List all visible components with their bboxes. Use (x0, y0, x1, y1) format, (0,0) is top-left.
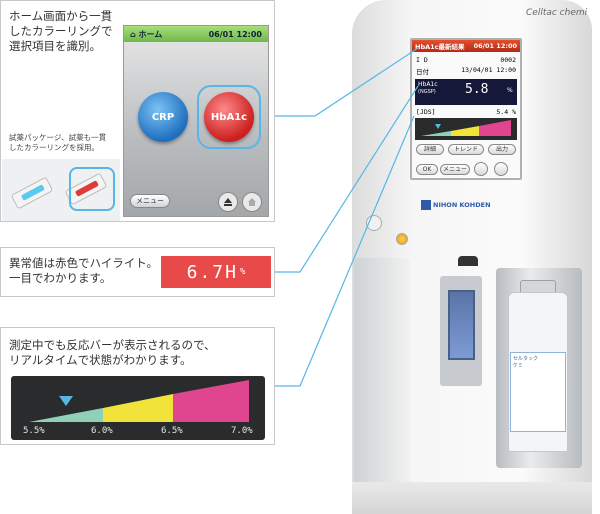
reagent-highlight-ring (69, 167, 115, 211)
status-led (396, 233, 408, 245)
tick-label: 7.0% (231, 426, 253, 436)
bar-segment-magenta (173, 380, 249, 422)
device-brand: Celltac chemi (526, 8, 588, 18)
reaction-bar-screen: 5.5% 6.0% 6.5% 7.0% (11, 376, 265, 440)
id-value: 0002 (500, 56, 516, 64)
home-screen: ⌂ ホーム 06/01 12:00 CRP HbA1c メニュー (123, 25, 269, 217)
home-title-bar: ⌂ ホーム 06/01 12:00 (124, 26, 268, 42)
reagent-coloring-note: 試薬パッケージ、試薬も一貫 したカラーリングを採用。 (9, 133, 107, 152)
hba1c-sub: (NGSP) (418, 89, 436, 95)
menu-button[interactable]: メニュー (130, 194, 170, 208)
reagent-pack-blue (10, 176, 54, 210)
abnormal-unit: % (239, 267, 246, 277)
device-bar-graphic (421, 120, 511, 136)
bar-segment-green (29, 408, 103, 422)
bottle-label: セルタック ケミ (510, 352, 566, 432)
sample-port-icon (458, 256, 478, 266)
trend-button[interactable]: トレンド (448, 144, 484, 155)
id-row: I D 0002 (412, 55, 520, 65)
hba1c-highlight-ring (197, 85, 261, 149)
abnormal-callout-text: 異常値は赤色でハイライト。 一目でわかります。 (9, 256, 159, 285)
date-row: 日付 13/04/01 12:00 (412, 65, 520, 77)
ok-button[interactable]: OK (416, 164, 438, 175)
home-button[interactable] (242, 192, 262, 212)
home-screen-callout: ホーム画面から一貫 したカラーリングで 選択項目を識別。 試薬パッケージ、試薬も… (0, 0, 275, 222)
abnormal-value-callout: 異常値は赤色でハイライト。 一目でわかります。 6.7H% (0, 247, 275, 297)
device-bar-magenta (479, 120, 511, 136)
device-bar-marker-icon (435, 124, 441, 129)
cartridge-window (448, 290, 475, 360)
jds-value: 5.4 (496, 108, 509, 116)
abnormal-value: 6.7H (186, 261, 238, 283)
device-base (352, 482, 592, 514)
tick-label: 6.5% (161, 426, 183, 436)
home-screen-title: ホーム (138, 29, 163, 39)
device-reaction-bar (415, 118, 517, 140)
home-screen-date: 06/01 12:00 (208, 29, 262, 39)
eject-icon (224, 198, 232, 206)
device-home-button[interactable] (494, 162, 508, 176)
reaction-bar-callout: 測定中でも反応バーが表示されるので、 リアルタイムで状態がわかります。 5.5%… (0, 327, 275, 445)
device-screen-time: 06/01 12:00 (473, 42, 517, 50)
home-callout-text: ホーム画面から一貫 したカラーリングで 選択項目を識別。 (9, 9, 113, 53)
jds-row: [JDS] 5.4 % (412, 107, 520, 117)
bar-marker-icon (59, 396, 73, 406)
hba1c-button[interactable]: HbA1c (204, 92, 254, 142)
hba1c-value: 5.8 (465, 82, 489, 97)
date-value: 13/04/01 12:00 (461, 66, 516, 74)
detail-button[interactable]: 詳細 (416, 144, 444, 155)
device-bar-yellow (451, 126, 479, 136)
device-screen: HbA1c最新結果 06/01 12:00 I D 0002 日付 13/04/… (410, 38, 522, 180)
id-label: I D (416, 56, 428, 64)
bar-segment-yellow (103, 394, 173, 422)
device-eject-button[interactable] (474, 162, 488, 176)
house-icon (248, 198, 256, 206)
maker-logo-icon (421, 200, 431, 210)
crp-button[interactable]: CRP (138, 92, 188, 142)
jds-label: [JDS] (416, 108, 436, 116)
reaction-callout-text: 測定中でも反応バーが表示されるので、 リアルタイムで状態がわかります。 (9, 338, 216, 367)
power-dial[interactable] (366, 215, 382, 231)
date-label: 日付 (416, 68, 429, 76)
device-screen-title-bar: HbA1c最新結果 06/01 12:00 (412, 40, 520, 52)
left-door[interactable] (354, 258, 410, 488)
hba1c-unit: % (507, 87, 513, 94)
tick-label: 6.0% (91, 426, 113, 436)
device-bar-green (421, 131, 451, 136)
maker-name: NIHON KOHDEN (433, 201, 491, 209)
tick-label: 5.5% (23, 426, 45, 436)
device-menu-button[interactable]: メニュー (440, 164, 470, 175)
abnormal-value-display: 6.7H% (161, 256, 271, 288)
home-icon: ⌂ (130, 29, 136, 39)
device-screen-title: HbA1c最新結果 (415, 43, 465, 51)
jds-unit: % (512, 108, 516, 116)
hba1c-result-box: HbA1c (NGSP) 5.8 % (415, 79, 517, 105)
hba1c-label: HbA1c (418, 81, 438, 88)
eject-button[interactable] (218, 192, 238, 212)
output-button[interactable]: 出力 (488, 144, 516, 155)
reaction-bar-graphic (29, 380, 249, 422)
